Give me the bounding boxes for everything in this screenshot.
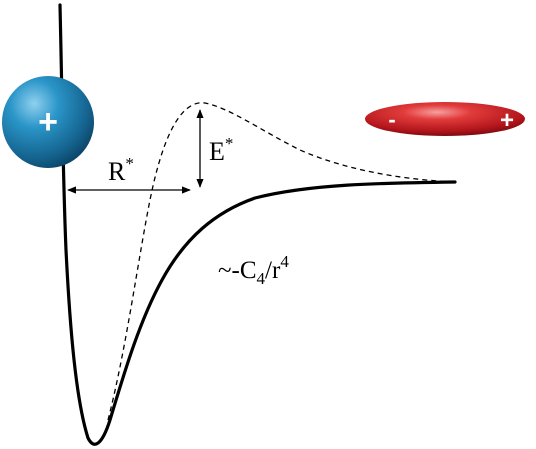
- molecule-ellipsoid: - +: [365, 102, 525, 136]
- potential-curve: [58, 3, 457, 446]
- potential-formula-label: ~-C4/r4: [218, 252, 289, 288]
- ion-charge-plus: +: [38, 103, 58, 141]
- e-star-label: E*: [209, 134, 233, 166]
- molecule-charge-minus: -: [388, 107, 395, 132]
- barrier-curve: [107, 102, 456, 421]
- r-star-label: R*: [108, 154, 134, 186]
- molecule-charge-plus: +: [500, 107, 514, 134]
- ion-sphere: +: [2, 76, 94, 168]
